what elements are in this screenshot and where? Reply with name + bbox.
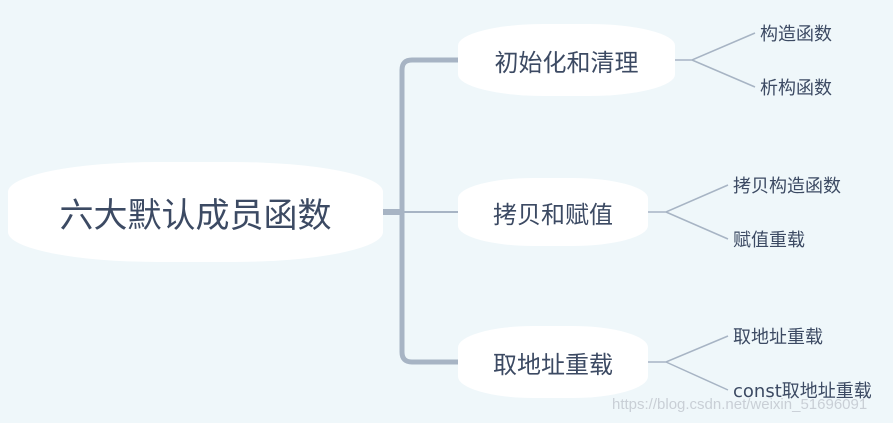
fork-2 (648, 184, 729, 240)
leaf-node[interactable]: const取地址重载 (733, 381, 872, 402)
leaf-node[interactable]: 拷贝构造函数 (733, 176, 841, 197)
branch-label: 拷贝和赋值 (493, 200, 613, 229)
branch-label: 取地址重载 (493, 350, 613, 379)
leaf-node[interactable]: 取地址重载 (733, 327, 823, 348)
branch-node[interactable]: 拷贝和赋值 (458, 178, 648, 246)
branch-label: 初始化和清理 (494, 48, 639, 77)
leaf-node[interactable]: 赋值重载 (733, 230, 805, 251)
fork-1 (675, 32, 756, 88)
root-node[interactable]: 六大默认成员函数 (8, 162, 383, 262)
fork-3 (648, 335, 729, 391)
watermark: https://blog.csdn.net/weixin_51696091 (612, 396, 868, 413)
branch-node[interactable]: 取地址重载 (458, 326, 648, 398)
leaf-node[interactable]: 构造函数 (760, 24, 832, 45)
root-label: 六大默认成员函数 (59, 195, 332, 236)
branch-node[interactable]: 初始化和清理 (458, 24, 675, 96)
leaf-node[interactable]: 析构函数 (760, 78, 832, 99)
